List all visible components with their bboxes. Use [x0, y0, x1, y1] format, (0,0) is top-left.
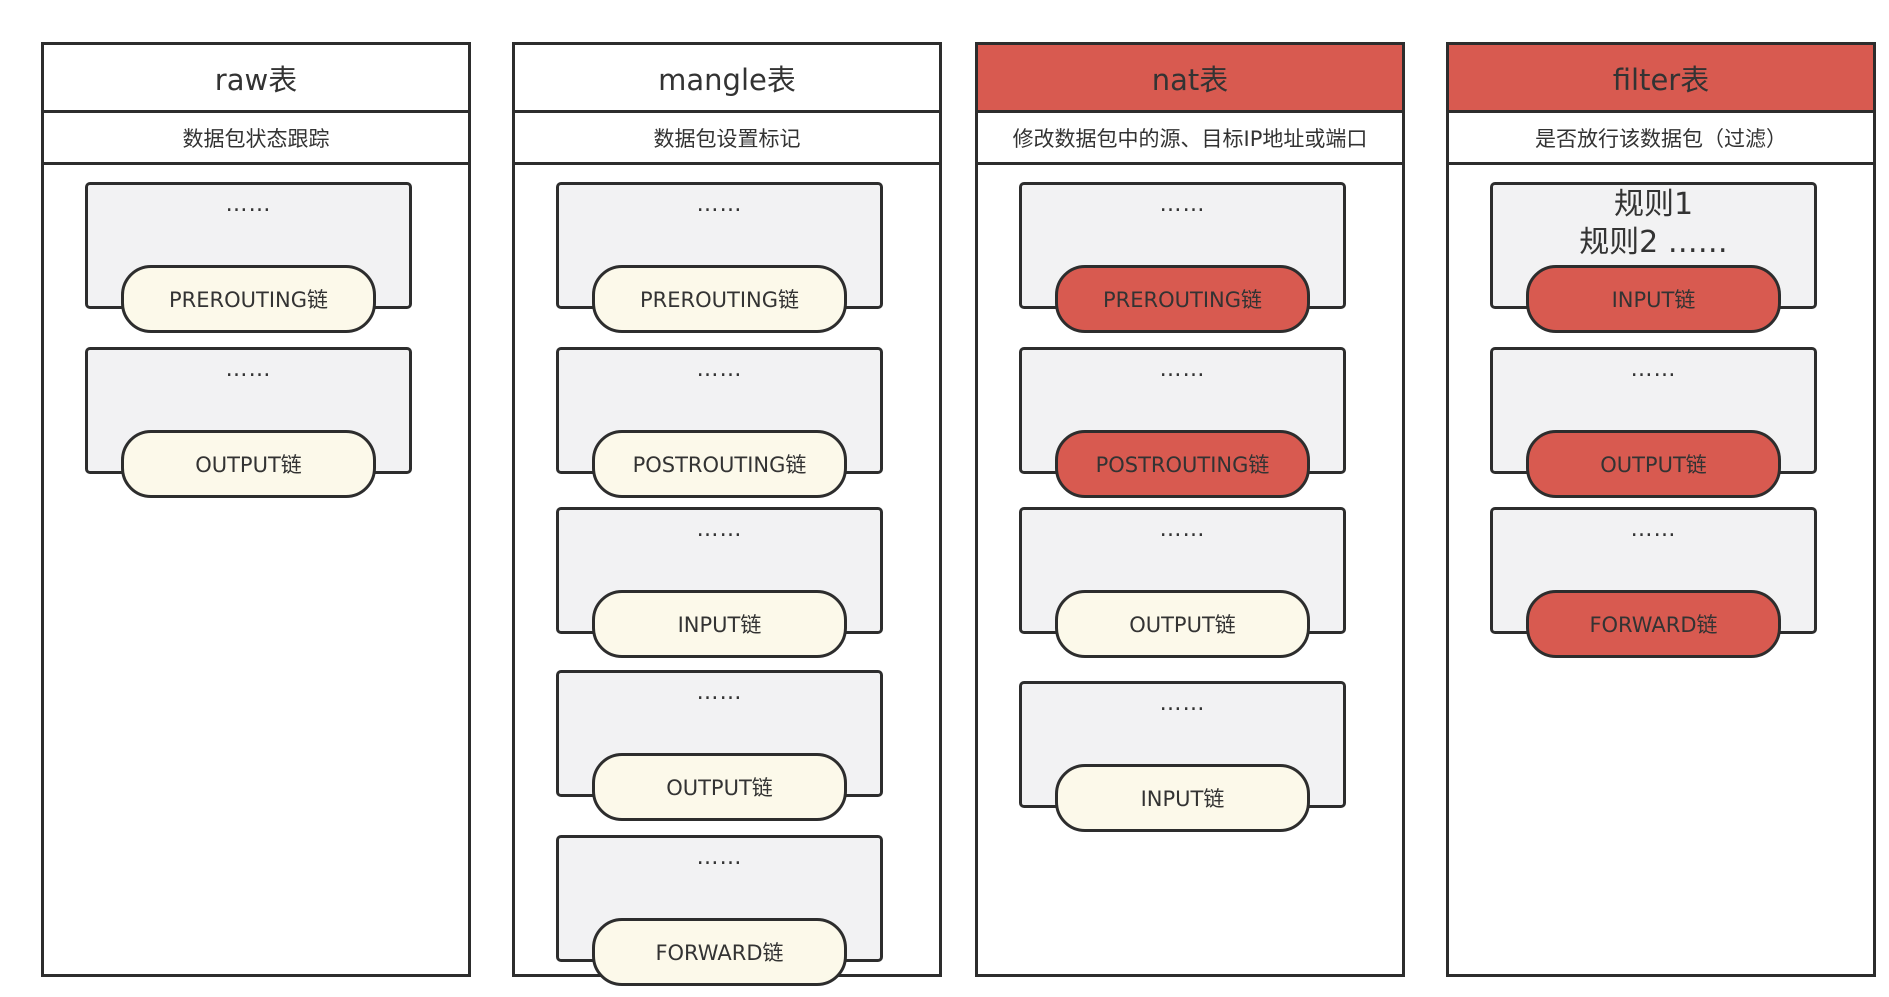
table-description: 数据包状态跟踪: [44, 113, 468, 165]
chain-output: …… OUTPUT链: [85, 347, 412, 498]
chain-label: POSTROUTING链: [592, 430, 847, 498]
chain-input: …… INPUT链: [556, 507, 883, 658]
table-raw: raw表 数据包状态跟踪 …… PREROUTING链 …… OUTPUT链: [41, 42, 471, 977]
chain-label: OUTPUT链: [592, 753, 847, 821]
chain-label: INPUT链: [1055, 764, 1310, 832]
table-description: 是否放行该数据包（过滤）: [1449, 113, 1873, 165]
chain-input: …… INPUT链: [1019, 681, 1346, 832]
chain-label: FORWARD链: [1526, 590, 1781, 658]
table-title: nat表: [978, 45, 1402, 113]
chain-label: PREROUTING链: [592, 265, 847, 333]
chain-label: OUTPUT链: [1526, 430, 1781, 498]
table-title: mangle表: [515, 45, 939, 113]
chain-label: OUTPUT链: [1055, 590, 1310, 658]
table-mangle: mangle表 数据包设置标记 …… PREROUTING链 …… POSTRO…: [512, 42, 942, 986]
chain-label: INPUT链: [1526, 265, 1781, 333]
chain-output: …… OUTPUT链: [1019, 507, 1346, 658]
table-description: 修改数据包中的源、目标IP地址或端口: [978, 113, 1402, 165]
chain-postrouting: …… POSTROUTING链: [556, 347, 883, 498]
chain-label: OUTPUT链: [121, 430, 376, 498]
table-title: filter表: [1449, 45, 1873, 113]
chain-label: INPUT链: [592, 590, 847, 658]
chain-forward: …… FORWARD链: [1490, 507, 1817, 658]
chain-prerouting: …… PREROUTING链: [1019, 182, 1346, 333]
chain-label: PREROUTING链: [1055, 265, 1310, 333]
chain-label: FORWARD链: [592, 918, 847, 986]
chain-label: POSTROUTING链: [1055, 430, 1310, 498]
chain-postrouting: …… POSTROUTING链: [1019, 347, 1346, 498]
table-description: 数据包设置标记: [515, 113, 939, 165]
chain-prerouting: …… PREROUTING链: [556, 182, 883, 333]
chain-forward: …… FORWARD链: [556, 835, 883, 986]
chain-label: PREROUTING链: [121, 265, 376, 333]
table-nat: nat表 修改数据包中的源、目标IP地址或端口 …… PREROUTING链 ……: [975, 42, 1405, 977]
table-title: raw表: [44, 45, 468, 113]
chain-output: …… OUTPUT链: [1490, 347, 1817, 498]
chain-output: …… OUTPUT链: [556, 670, 883, 821]
table-filter: filter表 是否放行该数据包（过滤） 规则1 规则2 …… INPUT链 ……: [1446, 42, 1876, 977]
chain-prerouting: …… PREROUTING链: [85, 182, 412, 333]
chain-input: 规则1 规则2 …… INPUT链: [1490, 182, 1817, 333]
